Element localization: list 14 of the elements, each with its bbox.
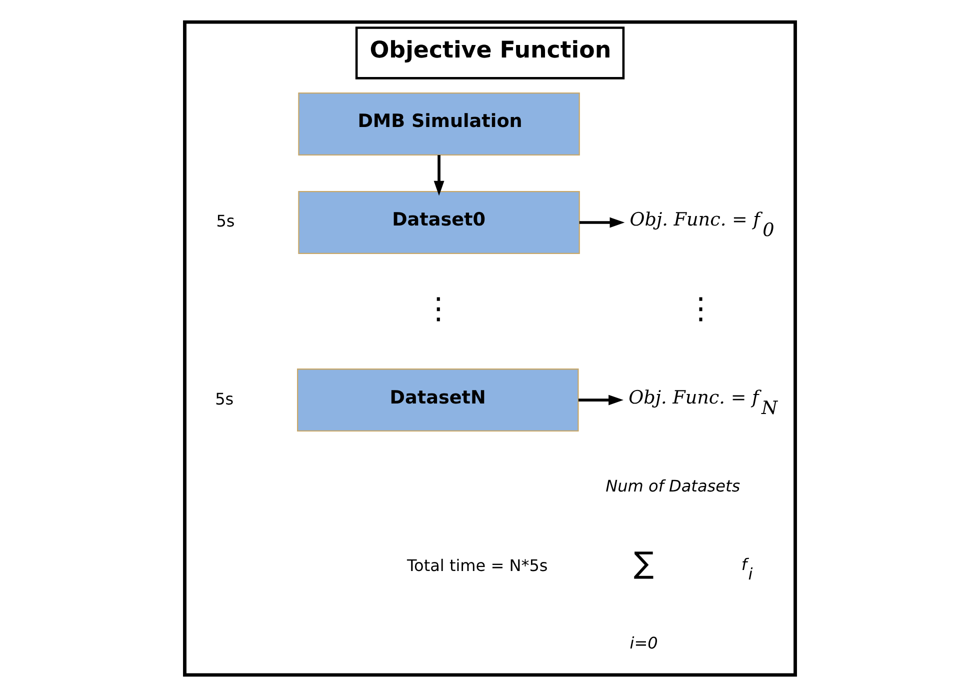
arrow (434, 155, 444, 196)
node-label: 5s (216, 212, 235, 231)
arrow (578, 394, 624, 406)
arrow (579, 217, 625, 228)
label: ⋮ (686, 291, 716, 326)
node-box: Dataset0 (298, 191, 580, 254)
node-label: 5s (215, 389, 234, 408)
node-box: DatasetN (297, 368, 579, 432)
label: ⋮ (424, 291, 454, 326)
label: i=0 (630, 633, 658, 652)
label: Total time = N*5s (406, 556, 548, 575)
label: Num of Datasets (606, 476, 740, 496)
label: ∑ (634, 546, 654, 581)
node-box: DMB Simulation (298, 92, 580, 156)
